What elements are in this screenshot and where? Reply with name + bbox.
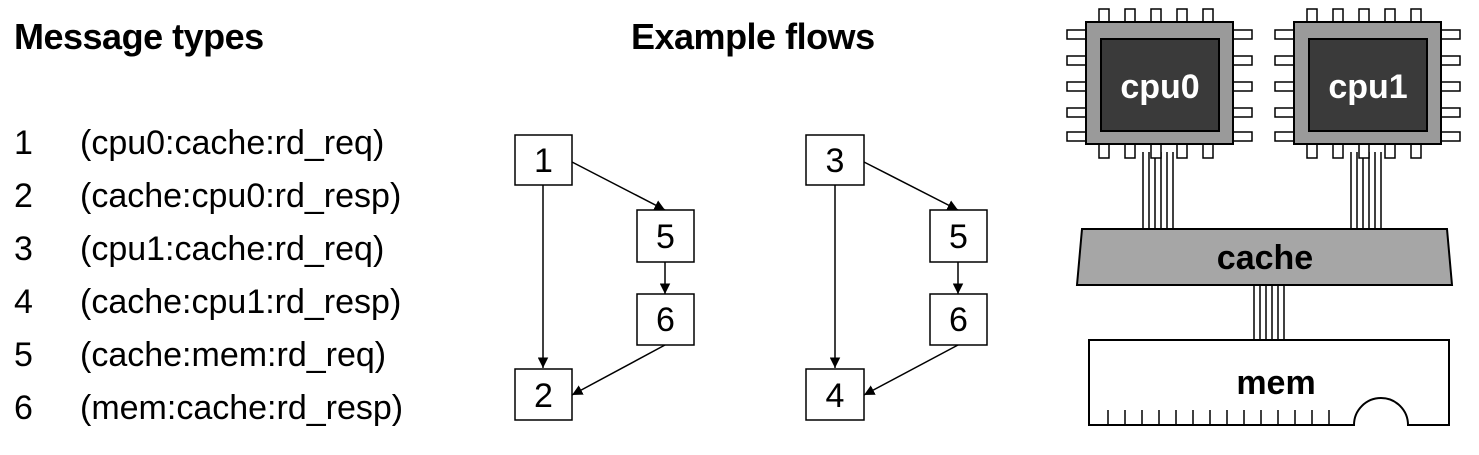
- flow-node: 4: [805, 368, 865, 421]
- hardware-diagram: cpu0 cpu1 cache mem: [1066, 8, 1461, 426]
- flow-arrow: [571, 161, 666, 211]
- flow-node-label: 1: [534, 142, 553, 180]
- flow-arrow: [863, 161, 959, 211]
- mem-label: mem: [1236, 364, 1315, 402]
- flow-node: 6: [929, 293, 988, 346]
- flow-node: 6: [636, 293, 695, 346]
- message-type-number: 3: [14, 230, 33, 268]
- flow-node-label: 6: [656, 301, 675, 339]
- flow-node-label: 5: [949, 218, 968, 256]
- flow-arrow: [863, 344, 959, 396]
- flow-node-label: 3: [826, 142, 845, 180]
- message-type-text: (cache:mem:rd_req): [80, 336, 387, 374]
- message-types-list: 1 (cpu0:cache:rd_req) 2 (cache:cpu0:rd_res…: [14, 120, 403, 438]
- message-type-item: 5 (cache:mem:rd_req): [14, 332, 403, 385]
- message-types-heading: Message types: [14, 16, 264, 57]
- message-type-text: (cache:cpu1:rd_resp): [80, 283, 402, 321]
- flow-node: 3: [805, 134, 865, 186]
- mem-pins: [1107, 410, 1330, 425]
- message-type-number: 6: [14, 389, 33, 427]
- flow-node: 5: [929, 209, 988, 263]
- message-type-text: (cpu0:cache:rd_req): [80, 124, 385, 162]
- cpu0-chip: [1066, 8, 1253, 159]
- flow-arrow: [571, 344, 666, 396]
- message-type-item: 1 (cpu0:cache:rd_req): [14, 120, 403, 173]
- message-type-text: (mem:cache:rd_resp): [80, 389, 404, 427]
- flow-node: 1: [514, 134, 573, 186]
- flow-node-label: 2: [534, 377, 553, 415]
- flow-a: 1 5 6 2: [514, 134, 695, 421]
- message-type-item: 2 (cache:cpu0:rd_resp): [14, 173, 403, 226]
- bus-wires: [1142, 152, 1174, 228]
- flow-node-label: 6: [949, 301, 968, 339]
- message-type-number: 4: [14, 283, 33, 321]
- message-type-number: 2: [14, 177, 33, 215]
- mem-module: [1088, 339, 1450, 426]
- message-type-text: (cpu1:cache:rd_req): [80, 230, 385, 268]
- message-type-item: 4 (cache:cpu1:rd_resp): [14, 279, 403, 332]
- bus-wires: [1350, 152, 1382, 228]
- cpu1-label: cpu1: [1328, 68, 1407, 106]
- cpu0-label: cpu0: [1120, 68, 1199, 106]
- flow-node: 5: [636, 209, 695, 263]
- message-type-number: 5: [14, 336, 33, 374]
- example-flows-heading: Example flows: [631, 16, 875, 57]
- flow-node: 2: [514, 368, 573, 421]
- cache-block: [1075, 228, 1454, 286]
- flow-b: 3 5 6 4: [805, 134, 988, 421]
- message-type-item: 6 (mem:cache:rd_resp): [14, 385, 403, 438]
- message-type-text: (cache:cpu0:rd_resp): [80, 177, 402, 215]
- bus-wires: [1253, 284, 1285, 340]
- cpu1-chip: [1274, 8, 1461, 159]
- message-type-item: 3 (cpu1:cache:rd_req): [14, 226, 403, 279]
- message-type-number: 1: [14, 124, 33, 162]
- flow-node-label: 5: [656, 218, 675, 256]
- cache-label: cache: [1217, 239, 1313, 277]
- flow-node-label: 4: [826, 377, 845, 415]
